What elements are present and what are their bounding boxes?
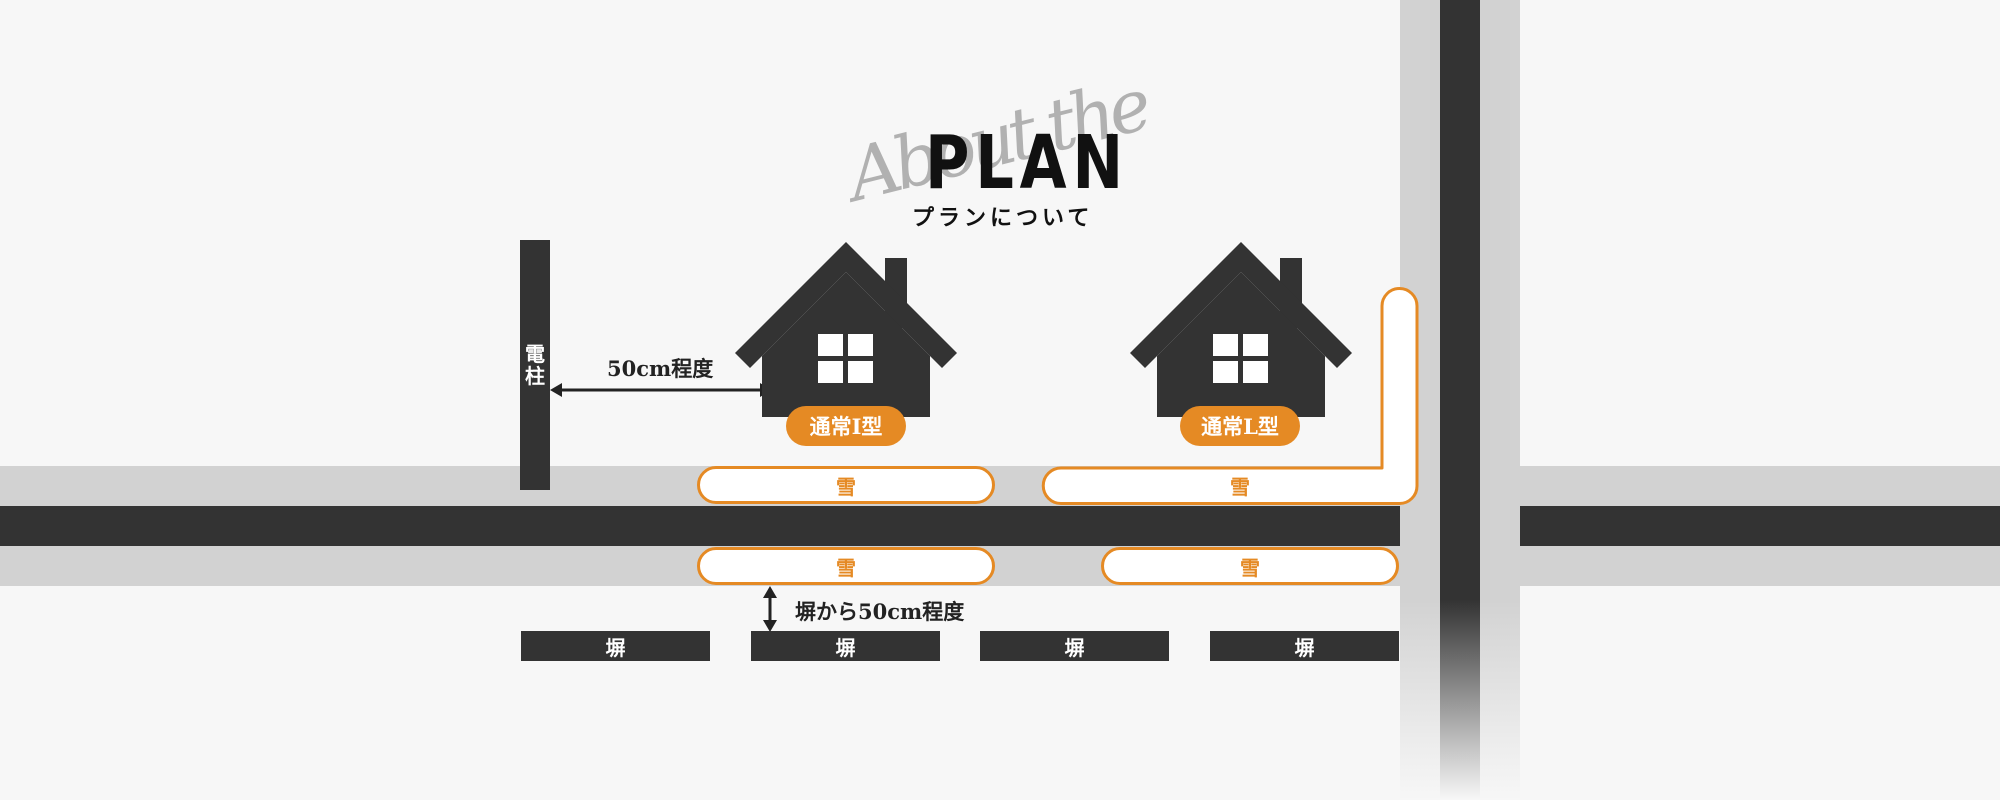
double-arrow-vertical-icon [763,586,777,632]
road-main-vertical [1440,0,1480,800]
snow-zone-top-right-label: 雪 [1230,474,1250,499]
snow-zone-bottom-right: 雪 [1101,547,1399,585]
road-sidewalk-bottom [0,546,2000,586]
wall-segment-1: 塀 [521,631,710,661]
snow-zone-bottom-left: 雪 [697,547,995,585]
page-title: PLAN [925,120,1129,206]
wall-distance-label: 塀から50cm程度 [795,599,965,624]
pole-label-2: 柱 [525,364,545,388]
house-type-badge-i: 通常I型 [786,406,906,446]
house-icon [735,242,957,417]
snow-zone-top-left: 雪 [697,466,995,504]
wall-segment-3: 塀 [980,631,1169,661]
wall-segment-2: 塀 [751,631,940,661]
wall-segment-4: 塀 [1210,631,1399,661]
house-type-badge-l: 通常L型 [1180,406,1300,446]
snow-zone-l-shape [1041,287,1419,505]
page-subtitle: プランについて [912,205,1094,231]
utility-pole: 電 柱 [520,240,550,490]
pole-label-1: 電 [525,342,545,366]
road-main-horizontal [0,506,2000,546]
house-icon [1130,242,1352,417]
road-sidewalk-top [0,466,2000,506]
pole-distance-label: 50cm程度 [607,356,714,381]
